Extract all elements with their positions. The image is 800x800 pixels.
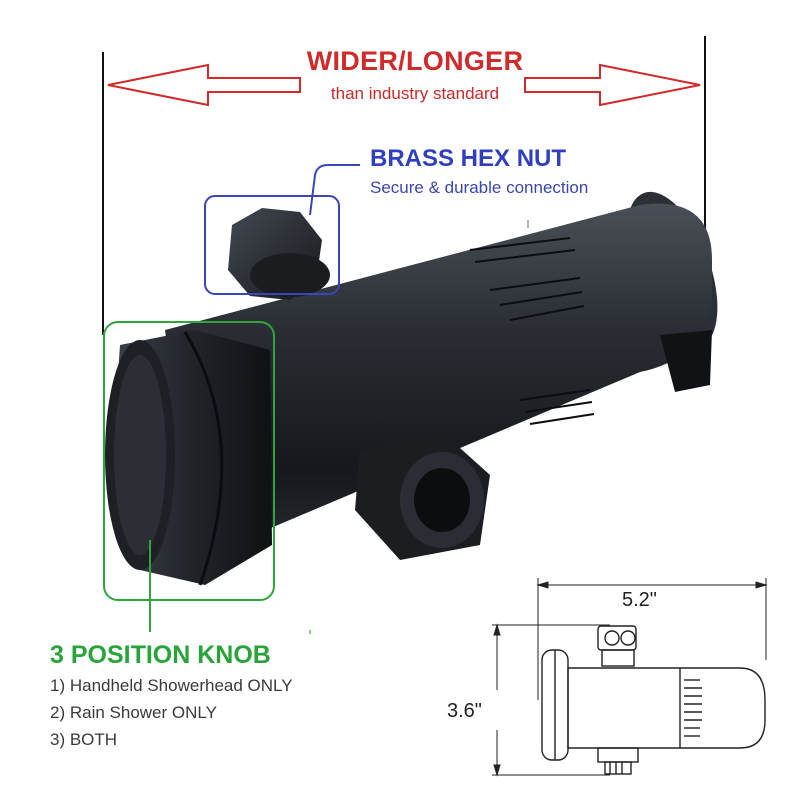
knob-option: 3) BOTH [50, 730, 118, 749]
headline-subtitle: than industry standard [330, 84, 500, 103]
knob-options-list: 1) Handheld Showerhead ONLY 2) Rain Show… [50, 675, 293, 756]
knob-option: 2) Rain Shower ONLY [50, 703, 217, 722]
left-arrow-icon [107, 63, 301, 107]
dimension-drawing [492, 578, 768, 777]
diverter-photo [105, 191, 718, 586]
right-arrow-icon [524, 63, 701, 107]
hex-nut [228, 208, 330, 300]
width-guide [102, 36, 706, 335]
dimension-outline-sketch [541, 625, 766, 775]
knob-callout-box [103, 321, 275, 632]
grip-ribs [469, 237, 595, 425]
selector-knob [105, 330, 272, 586]
width-dimension-label: 5.2" [622, 589, 657, 611]
brass-callout-title: BRASS HEX NUT [370, 145, 567, 172]
height-dimension-label: 3.6" [447, 700, 482, 722]
brass-callout-box [204, 164, 360, 295]
threaded-outlet [355, 430, 490, 560]
headline-title: WIDER/LONGER [306, 46, 524, 76]
knob-option: 1) Handheld Showerhead ONLY [50, 676, 293, 695]
knob-callout-title: 3 POSITION KNOB [50, 641, 271, 669]
brass-callout-subtitle: Secure & durable connection [370, 178, 589, 197]
